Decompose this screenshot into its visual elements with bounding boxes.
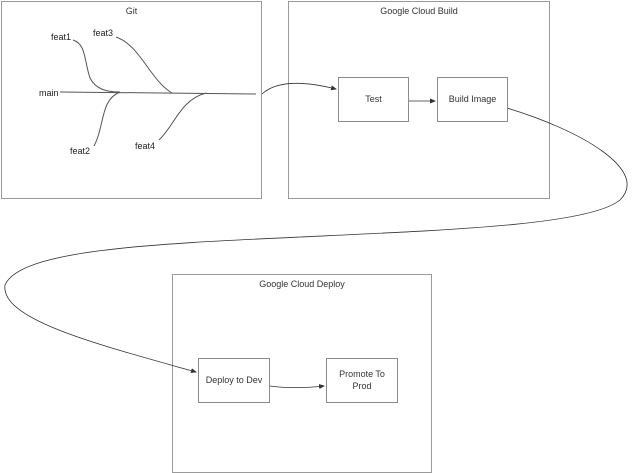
test-node[interactable]: Test xyxy=(338,77,409,122)
promote-to-prod-node-label: Promote To Prod xyxy=(339,369,385,391)
branch-label-main: main xyxy=(39,88,59,98)
branch-label-feat3: feat3 xyxy=(93,28,114,38)
cloud-build-group-title: Google Cloud Build xyxy=(380,6,458,16)
promote-to-prod-node[interactable]: Promote To Prod xyxy=(326,358,398,403)
deploy-to-dev-node-label: Deploy to Dev xyxy=(205,374,263,385)
cloud-deploy-group-title: Google Cloud Deploy xyxy=(259,279,345,289)
deploy-to-dev-node[interactable]: Deploy to Dev xyxy=(198,358,270,403)
branch-label-feat2: feat2 xyxy=(70,146,91,156)
build-image-node-label: Build Image xyxy=(448,93,497,104)
branch-label-feat4: feat4 xyxy=(135,141,156,151)
git-group: Git xyxy=(1,1,262,199)
git-group-title: Git xyxy=(125,6,138,16)
cloud-build-group: Google Cloud Build xyxy=(288,1,550,199)
branch-label-feat1: feat1 xyxy=(51,32,72,42)
test-node-label: Test xyxy=(365,93,382,104)
build-image-node[interactable]: Build Image xyxy=(437,77,508,122)
